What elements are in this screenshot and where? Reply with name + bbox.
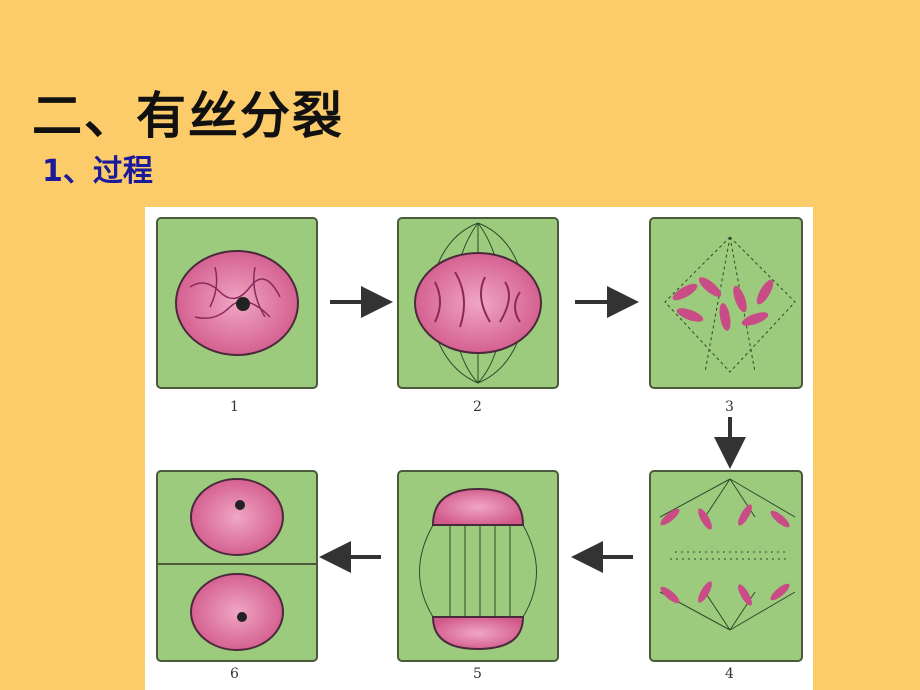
stage-label-4: 4 bbox=[725, 666, 734, 682]
stage-label-5: 5 bbox=[473, 666, 482, 682]
mitosis-diagram: 1 2 3 4 5 6 bbox=[145, 207, 813, 690]
stage-5-panel bbox=[397, 470, 559, 662]
stage-6-panel bbox=[156, 470, 318, 662]
mitosis-illustration bbox=[156, 217, 803, 662]
stage-label-3: 3 bbox=[725, 399, 734, 415]
stage-label-2: 2 bbox=[473, 399, 482, 415]
slide-title: 二、有丝分裂 bbox=[32, 87, 344, 145]
stage-2-panel bbox=[397, 217, 559, 389]
stage-3-panel bbox=[649, 217, 803, 389]
stage-label-1: 1 bbox=[230, 399, 239, 415]
stage-label-6: 6 bbox=[230, 666, 239, 682]
slide-subtitle: 1、过程 bbox=[42, 154, 153, 189]
stage-4-panel bbox=[649, 470, 803, 662]
stage-1-panel bbox=[156, 217, 318, 389]
